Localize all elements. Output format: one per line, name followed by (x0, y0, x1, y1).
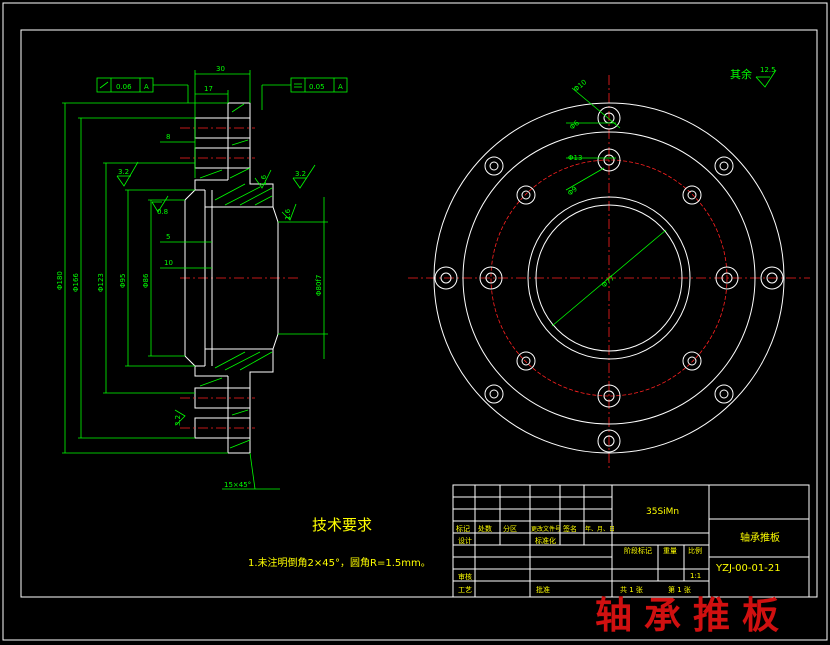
tb-sheets: 共 1 张 (620, 585, 643, 594)
tb-scale: 1:1 (690, 572, 701, 580)
dim-hole-d9: Φ9 (566, 185, 579, 198)
tolerance-frame-right: 0.05 A (261, 77, 348, 110)
dim-10: 10 (164, 259, 173, 267)
roughness-0-8: 0.8 (157, 208, 168, 216)
tolerance-left-value: 0.06 (116, 83, 132, 91)
bore-circle (527, 196, 691, 360)
roughness-others-value: 12.5 (760, 66, 776, 74)
section-view: Φ180 Φ166 Φ123 Φ95 Φ86 Φ80f7 30 17 8 5 1… (56, 65, 777, 490)
tb-material: 35SiMn (646, 507, 679, 517)
tb-std: 标准化 (535, 536, 556, 545)
dim-d80f7: Φ80f7 (315, 275, 323, 296)
front-view: Φ10 Φ6 Φ13 Φ9 Φ77 其余 12.5 (408, 66, 810, 470)
dim-d166: Φ166 (72, 273, 80, 292)
tb-approve: 批准 (536, 585, 550, 594)
tb-design: 设计 (458, 536, 472, 545)
roughness-3-2-c: 3.2 (174, 415, 182, 426)
dim-d86: Φ86 (142, 273, 150, 288)
tolerance-right-value: 0.05 (309, 83, 325, 91)
tb-process: 工艺 (458, 586, 472, 594)
tolerance-frame-left: 0.06 A (96, 77, 189, 103)
tb-review: 审核 (458, 572, 472, 581)
tb-drawing-no: YZJ-00-01-21 (715, 563, 781, 574)
tb-count: 处数 (478, 524, 492, 533)
dim-hole-d10: Φ10 (572, 78, 588, 93)
tb-stage: 阶段标记 (624, 546, 652, 555)
dim-17: 17 (204, 85, 213, 93)
tb-sign: 签名 (563, 524, 577, 533)
dim-bore-d77: Φ77 (600, 274, 616, 289)
tech-line-1: 1.未注明倒角2×45°，圆角R=1.5mm。 (248, 556, 431, 569)
roughness-others-label: 其余 (730, 67, 752, 81)
title-block: 标记 处数 分区 更改文件号 签名 年、月、日 设计 标准化 审核 工艺 批准 … (452, 484, 810, 598)
dim-d180: Φ180 (56, 271, 64, 290)
tb-date: 年、月、日 (585, 525, 615, 533)
tb-weight: 重量 (663, 547, 677, 555)
dim-d123: Φ123 (97, 273, 105, 292)
tb-sheet: 第 1 张 (668, 585, 691, 594)
roughness-1-6-b: 1.6 (284, 208, 292, 220)
dim-30: 30 (216, 65, 225, 73)
dim-5: 5 (166, 233, 170, 241)
dim-d95: Φ95 (119, 274, 127, 288)
tb-doc: 更改文件号 (531, 525, 561, 533)
tb-zone: 分区 (503, 524, 517, 533)
dim-hole-d13: Φ13 (568, 154, 582, 162)
roughness-1-6-a: 1.6 (260, 174, 268, 186)
outer-circle (433, 102, 785, 454)
watermark-title: 轴承推板 (595, 593, 791, 637)
dim-chamfer: 15×45° (224, 481, 251, 489)
tolerance-right-datum: A (338, 83, 343, 91)
tb-mark: 标记 (456, 524, 470, 533)
section-outline (228, 102, 279, 454)
tech-title: 技术要求 (312, 516, 372, 534)
dim-hole-d6: Φ6 (568, 119, 581, 132)
inner-border (20, 29, 818, 598)
dim-8: 8 (166, 133, 170, 141)
bolt-pitch-circle (490, 159, 728, 397)
roughness-3-2-a: 3.2 (118, 168, 129, 176)
tb-part-name: 轴承推板 (740, 531, 780, 544)
tolerance-left-datum: A (144, 83, 149, 91)
roughness-3-2-b: 3.2 (295, 170, 306, 178)
tb-scale-label: 比例 (688, 546, 702, 555)
bolt-holes (434, 106, 784, 453)
